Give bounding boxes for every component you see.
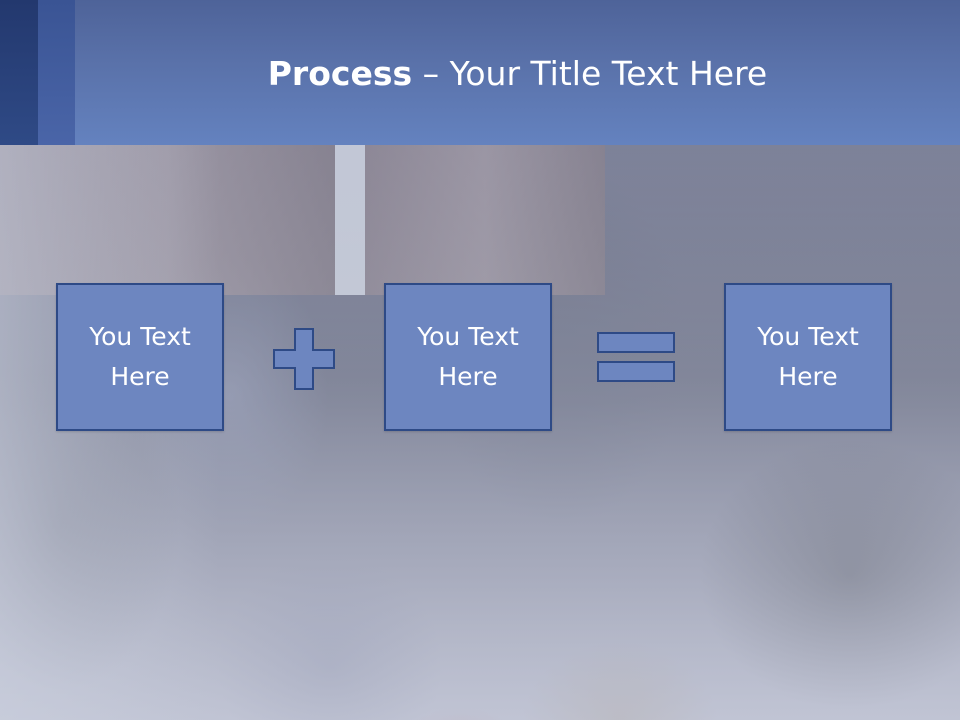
- photo-overlay-left: [0, 145, 220, 720]
- plus-icon: [273, 328, 335, 390]
- slide-title-bold: Process: [267, 54, 413, 93]
- process-box-2[interactable]: You Text Here: [384, 283, 552, 431]
- accent-stripe-light: [38, 0, 75, 145]
- slide-title[interactable]: Process – Your Title Text Here: [75, 52, 960, 96]
- process-box-2-text: You Text Here: [417, 322, 519, 391]
- process-box-3-text: You Text Here: [757, 322, 859, 391]
- process-box-1[interactable]: You Text Here: [56, 283, 224, 431]
- process-box-3[interactable]: You Text Here: [724, 283, 892, 431]
- background-photo: [0, 145, 960, 720]
- title-band: Process – Your Title Text Here: [0, 0, 960, 145]
- slide-title-rest: – Your Title Text Here: [412, 54, 768, 93]
- process-box-1-text: You Text Here: [89, 322, 191, 391]
- equals-icon: [597, 332, 675, 382]
- accent-stripe-dark: [0, 0, 38, 145]
